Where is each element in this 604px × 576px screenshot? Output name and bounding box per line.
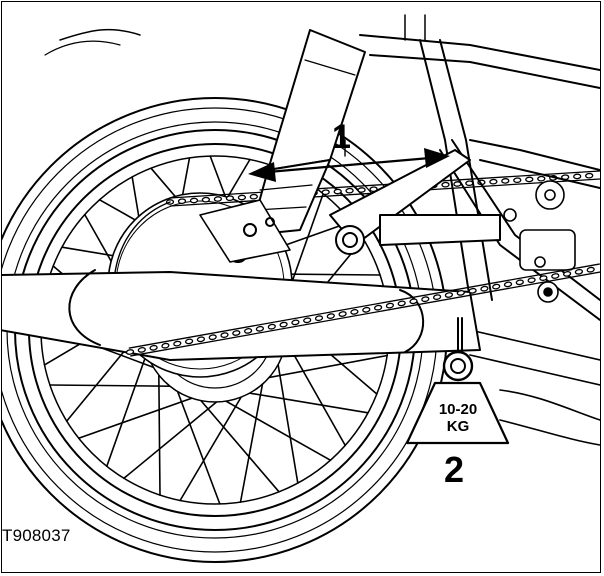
drive-chain-lower: [125, 263, 600, 357]
frame-tubes: [44, 14, 600, 321]
chain-link: [189, 197, 199, 204]
chain-link: [539, 275, 548, 282]
chain-link: [161, 342, 170, 349]
chain-link: [125, 349, 135, 355]
chain-link: [480, 285, 489, 292]
chain-link: [468, 287, 477, 294]
chain-link: [503, 281, 513, 288]
chain-link: [149, 344, 158, 351]
chain-link: [196, 336, 206, 343]
chain-link: [314, 315, 324, 322]
chain-link: [573, 173, 582, 180]
swing-arm: [2, 199, 481, 361]
weight-tag-line2: KG: [447, 418, 470, 435]
chain-link: [525, 176, 534, 183]
chain-link: [357, 187, 366, 193]
chain-link: [432, 294, 442, 301]
chain-link: [184, 338, 194, 345]
chain-link: [585, 172, 594, 179]
chain-link: [237, 194, 247, 201]
chain-link: [213, 196, 223, 202]
chain-link: [321, 189, 330, 196]
chain-link: [173, 340, 182, 347]
weight-hanger: [442, 317, 474, 382]
chain-link: [501, 178, 510, 184]
chain-link: [137, 346, 146, 353]
chain-link: [456, 289, 465, 296]
weight-tag-line1: 10-20: [439, 401, 477, 418]
chain-link: [574, 268, 584, 275]
chain-link: [527, 277, 536, 284]
chain-link: [232, 330, 241, 336]
chain-edge: [169, 170, 600, 199]
chain-link: [220, 332, 229, 339]
weight-block: [405, 381, 510, 445]
deflection-arrow: [248, 139, 450, 182]
chain-link: [385, 302, 395, 309]
engine-parts: [469, 180, 600, 446]
chain-link: [255, 325, 265, 332]
chain-link: [208, 334, 217, 341]
chain-link: [515, 279, 524, 286]
chain-link: [350, 308, 359, 315]
figure-reference: T908037: [2, 526, 71, 545]
chain-link: [537, 175, 546, 182]
chain-link: [373, 304, 383, 311]
chain-link: [362, 306, 371, 313]
chain-link: [333, 188, 342, 195]
chain-link: [267, 323, 276, 330]
chain-link: [409, 298, 418, 305]
chain-link: [338, 311, 347, 317]
frame-strut: [329, 149, 501, 255]
chain-link: [243, 327, 253, 334]
chain-link: [303, 317, 312, 324]
callout-1: 1: [332, 118, 351, 156]
chain-link: [201, 196, 211, 203]
chain-link: [177, 198, 187, 205]
chain-link: [562, 270, 572, 277]
chain-edge: [128, 263, 600, 349]
chain-link: [586, 266, 595, 273]
callout-2: 2: [444, 449, 464, 490]
chain-link: [225, 195, 235, 202]
chain-link: [279, 321, 288, 328]
chain-link: [249, 193, 258, 200]
chain-link: [551, 273, 560, 279]
chain-link: [492, 283, 501, 290]
chain-link: [444, 292, 454, 298]
chain-link: [326, 313, 335, 320]
chain-link: [513, 177, 522, 184]
chain-link: [489, 178, 498, 185]
chain-link: [291, 319, 300, 326]
chain-link: [397, 300, 406, 307]
chain-link: [441, 181, 450, 188]
chain-edge: [130, 271, 600, 357]
chain-link: [345, 187, 354, 194]
chain-link: [421, 296, 430, 303]
